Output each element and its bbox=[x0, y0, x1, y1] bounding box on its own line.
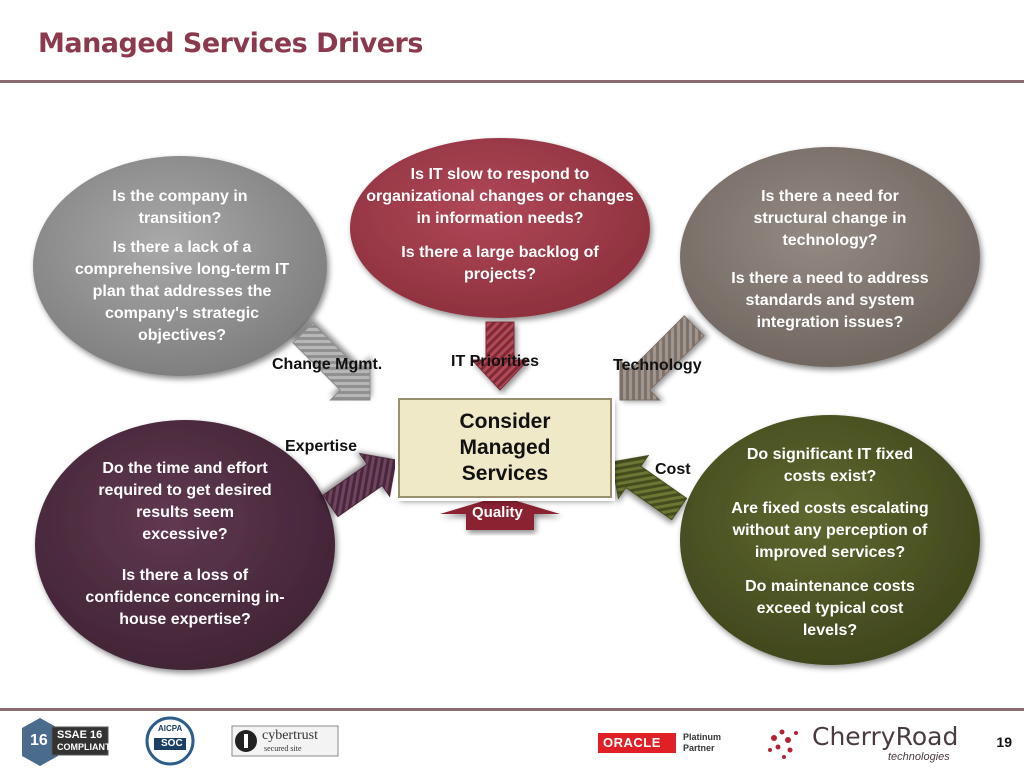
cherryroad-logo-icon bbox=[768, 729, 798, 759]
cost-question-2: Are fixed costs escalating without any p… bbox=[731, 500, 929, 561]
oracle-tier: Platinum bbox=[683, 732, 722, 742]
expertise-question-1: Do the time and effort required to get d… bbox=[98, 460, 272, 543]
oracle-logo-text: ORACLE bbox=[603, 735, 661, 750]
expertise-label: Expertise bbox=[285, 438, 358, 455]
aicpa-soc: SOC bbox=[161, 738, 183, 749]
change-mgmt-question-1: Is the company in transition? bbox=[112, 188, 248, 227]
aicpa-label: AICPA bbox=[158, 724, 183, 733]
cost-question-3: Do maintenance costs exceed typical cost… bbox=[745, 578, 915, 639]
cost-question-1: Do significant IT fixed costs exist? bbox=[746, 446, 914, 485]
company-logo-sub: technologies bbox=[888, 751, 950, 763]
technology-arrow bbox=[619, 315, 705, 401]
center-box: Consider Managed Services bbox=[398, 398, 612, 498]
center-label: Consider Managed Services bbox=[459, 410, 551, 485]
company-logo-text: CherryRoad bbox=[812, 722, 959, 751]
quality-label: Quality bbox=[472, 504, 523, 521]
ssae-16-badge bbox=[22, 718, 109, 766]
page-title: Managed Services Drivers bbox=[38, 28, 423, 59]
oracle-logo-box bbox=[598, 733, 676, 753]
it-priorities-question-1: Is IT slow to respond to organizational … bbox=[366, 166, 634, 227]
oracle-partner: Partner bbox=[683, 743, 715, 753]
it-priorities-label: IT Priorities bbox=[451, 353, 540, 370]
cybertrust-sub: secured site bbox=[264, 744, 302, 753]
cybertrust-seal bbox=[231, 725, 339, 757]
expertise-question-2: Is there a loss of confidence concerning… bbox=[85, 567, 285, 628]
cybertrust-name: cybertrust bbox=[262, 728, 318, 743]
quality-question: Are there problems with quality of servi… bbox=[410, 545, 594, 584]
it-priorities-question-2: Is there a large backlog of projects? bbox=[401, 244, 599, 283]
technology-question-1: Is there a need for structural change in… bbox=[753, 188, 907, 249]
footer-divider bbox=[0, 708, 1024, 711]
ssae-label: SSAE 16 bbox=[57, 729, 103, 741]
change-mgmt-label: Change Mgmt. bbox=[272, 356, 383, 373]
change-mgmt-question-2: Is there a lack of a comprehensive long-… bbox=[74, 239, 290, 344]
expertise-arrow bbox=[322, 452, 397, 518]
change-mgmt-oval bbox=[33, 156, 327, 376]
technology-oval bbox=[680, 147, 980, 367]
title-divider bbox=[0, 80, 1024, 83]
technology-question-2: Is there a need to address standards and… bbox=[731, 270, 929, 331]
cost-label: Cost bbox=[655, 461, 691, 478]
page-number: 19 bbox=[996, 734, 1012, 750]
aicpa-soc-seal bbox=[145, 716, 195, 766]
quality-arrow bbox=[440, 496, 560, 530]
ssae-sub: COMPLIANT bbox=[57, 742, 111, 752]
expertise-oval bbox=[35, 420, 335, 670]
ssae-number: 16 bbox=[30, 732, 48, 749]
cost-oval bbox=[680, 415, 980, 665]
it-priorities-oval bbox=[350, 138, 650, 318]
it-priorities-arrow bbox=[470, 321, 530, 391]
cost-arrow bbox=[611, 454, 688, 521]
technology-label: Technology bbox=[613, 357, 702, 374]
change-mgmt-arrow bbox=[292, 322, 371, 401]
